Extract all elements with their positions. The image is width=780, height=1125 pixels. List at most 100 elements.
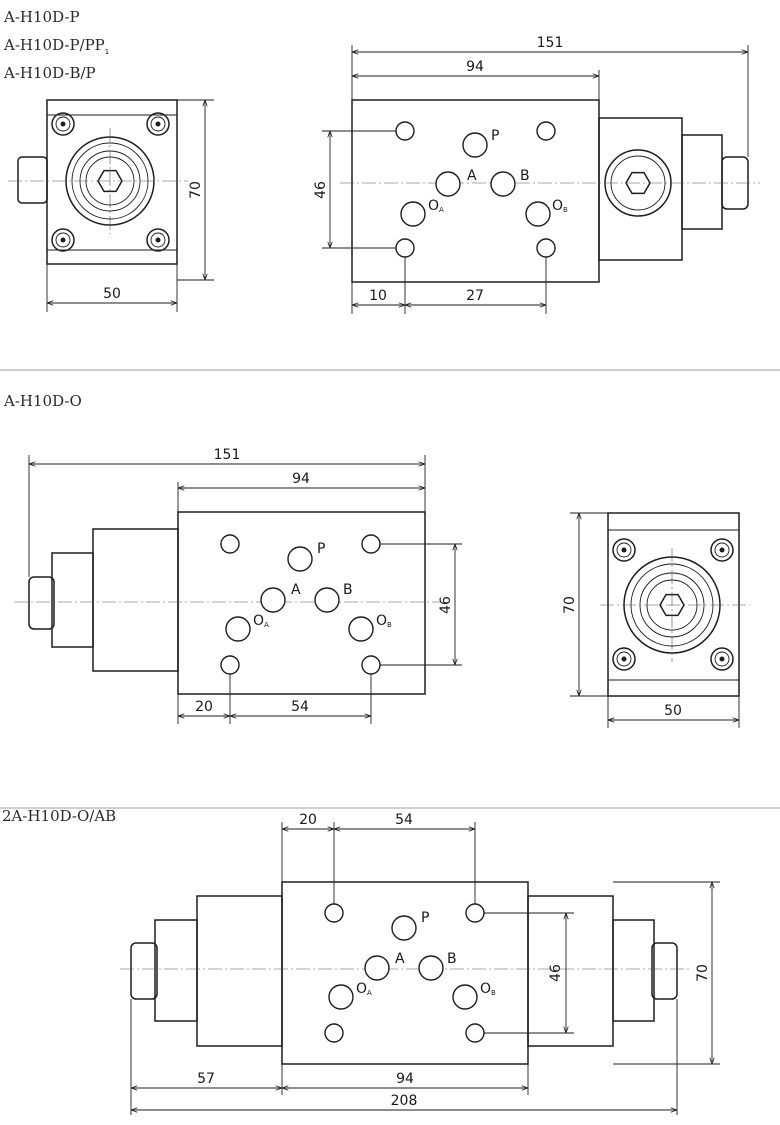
dim-overall: 208 — [391, 1093, 418, 1109]
section-3: 2A-H10D-O/AB P A B OA OB — [2, 807, 720, 1115]
dim-width: 50 — [103, 286, 121, 302]
dim-pitch: 54 — [291, 699, 309, 715]
port-a — [260, 587, 286, 613]
port-label-p: P — [317, 541, 325, 557]
end-view-stub — [17, 156, 48, 204]
dim-left: 57 — [197, 1071, 215, 1087]
port-label-a: A — [467, 168, 477, 184]
dim-height: 70 — [695, 964, 711, 982]
dim-width: 50 — [664, 703, 682, 719]
bolt-icon — [612, 538, 636, 562]
bolt-icon — [146, 228, 170, 252]
port-a — [364, 955, 390, 981]
port-label-a: A — [395, 951, 405, 967]
side-view-actuator-left — [196, 895, 283, 1047]
side-view: P A B OA OB 151 94 46 20 54 — [14, 447, 462, 724]
side-view-body — [281, 881, 529, 1065]
dim-offset: 20 — [299, 812, 317, 828]
model-label: A-H10D-P — [3, 8, 80, 26]
mount-hole — [536, 238, 556, 258]
mount-hole — [395, 121, 415, 141]
port-ob — [452, 984, 478, 1010]
port-label-ob: OB — [376, 613, 392, 629]
side-view-stub — [28, 576, 55, 630]
side-view-stub-right — [651, 942, 678, 1000]
port-ob — [348, 616, 374, 642]
mount-hole — [465, 1023, 485, 1043]
mount-hole — [220, 534, 240, 554]
dim-offset: 10 — [369, 288, 387, 304]
dim-overall: 151 — [537, 35, 564, 51]
port-label-a: A — [291, 582, 301, 598]
model-label: A-H10D-O — [3, 392, 82, 410]
bolt-icon — [146, 112, 170, 136]
port-label-oa: OA — [253, 613, 269, 629]
dim-port-spacing: 46 — [548, 964, 564, 982]
port-label-b: B — [447, 951, 457, 967]
port-label-b: B — [520, 168, 530, 184]
dim-height: 70 — [188, 181, 204, 199]
dim-overall: 151 — [214, 447, 241, 463]
side-view: P A B OA OB 151 94 46 10 27 — [313, 35, 760, 314]
dim-pitch: 27 — [466, 288, 484, 304]
dim-height: 70 — [562, 596, 578, 614]
bolt-icon — [51, 228, 75, 252]
bolt-icon — [612, 647, 636, 671]
end-view: 70 50 — [8, 99, 214, 312]
bolt-icon — [51, 112, 75, 136]
bolt-icon — [710, 647, 734, 671]
port-ob — [525, 201, 551, 227]
side-view-cap — [681, 134, 723, 230]
mount-hole — [395, 238, 415, 258]
end-view: 70 50 — [562, 512, 750, 728]
port-b — [314, 587, 340, 613]
port-label-oa: OA — [428, 198, 444, 214]
dim-port-spacing: 46 — [438, 596, 454, 614]
port-p — [462, 132, 488, 158]
dim-body: 94 — [292, 471, 310, 487]
mount-hole — [324, 903, 344, 923]
mount-hole — [465, 903, 485, 923]
port-label-ob: OB — [552, 198, 568, 214]
port-a — [435, 171, 461, 197]
mount-hole — [536, 121, 556, 141]
dim-port-spacing: 46 — [313, 181, 329, 199]
mount-hole — [361, 655, 381, 675]
model-label: A-H10D-P/PP1 — [3, 36, 109, 56]
side-view-cap-right — [612, 919, 655, 1022]
port-p — [391, 915, 417, 941]
bolt-icon — [710, 538, 734, 562]
dim-body: 94 — [396, 1071, 414, 1087]
side-view-actuator — [92, 528, 179, 672]
side-view-cap — [51, 552, 94, 648]
side-view-actuator-right — [527, 895, 614, 1047]
side-view: P A B OA OB 20 54 46 70 — [120, 812, 720, 1115]
mount-hole — [220, 655, 240, 675]
side-view-body — [177, 511, 426, 695]
mount-hole — [324, 1023, 344, 1043]
port-oa — [400, 201, 426, 227]
port-label-oa: OA — [356, 981, 372, 997]
end-view-body — [607, 512, 740, 697]
model-label: A-H10D-B/P — [3, 64, 96, 82]
port-label-p: P — [421, 910, 429, 926]
port-p — [287, 546, 313, 572]
port-oa — [225, 616, 251, 642]
model-label: 2A-H10D-O/AB — [2, 807, 116, 825]
port-label-ob: OB — [480, 981, 496, 997]
side-view-cap-left — [154, 919, 198, 1022]
port-b — [490, 171, 516, 197]
side-view-body — [351, 99, 600, 283]
port-oa — [328, 984, 354, 1010]
side-view-stub-left — [130, 942, 158, 1000]
section-1: A-H10D-P A-H10D-P/PP1 A-H10D-B/P 70 — [3, 8, 760, 314]
port-label-p: P — [491, 128, 499, 144]
port-b — [418, 955, 444, 981]
dim-pitch: 54 — [395, 812, 413, 828]
dim-body: 94 — [466, 59, 484, 75]
port-label-b: B — [343, 582, 353, 598]
dim-offset: 20 — [195, 699, 213, 715]
section-2: A-H10D-O P A B OA OB 151 — [3, 392, 750, 728]
mount-hole — [361, 534, 381, 554]
